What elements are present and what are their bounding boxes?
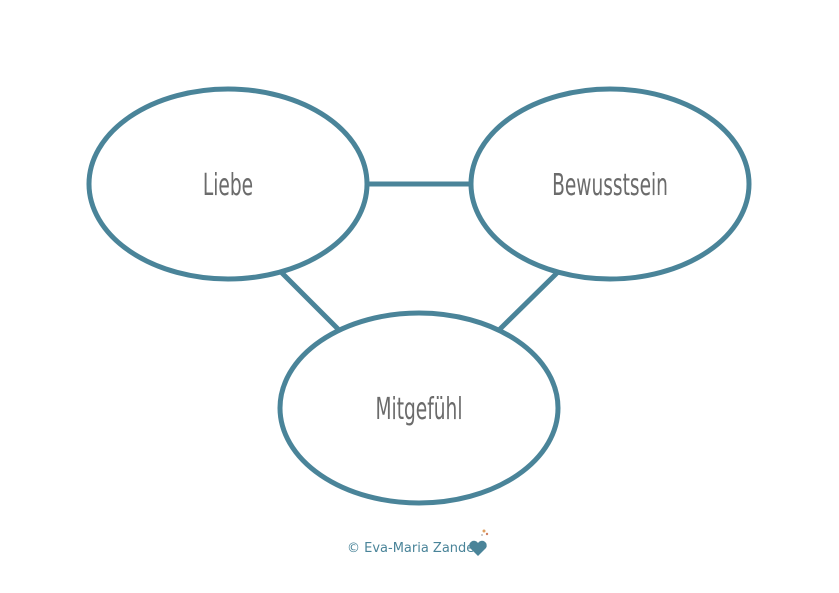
node-liebe bbox=[86, 86, 370, 282]
copyright-footer: © Eva-Maria Zander bbox=[347, 541, 480, 556]
node-mitgefuehl bbox=[277, 310, 561, 506]
node-bewusstsein bbox=[468, 86, 752, 282]
node-label-bewusstsein: Bewusstsein bbox=[552, 167, 668, 202]
edge-liebe-mitgefuehl bbox=[279, 270, 340, 331]
heart-icon bbox=[469, 529, 489, 556]
node-label-liebe: Liebe bbox=[203, 167, 253, 202]
edge-bewusstsein-mitgefuehl bbox=[498, 270, 560, 331]
node-label-mitgefuehl: Mitgefühl bbox=[376, 391, 463, 426]
